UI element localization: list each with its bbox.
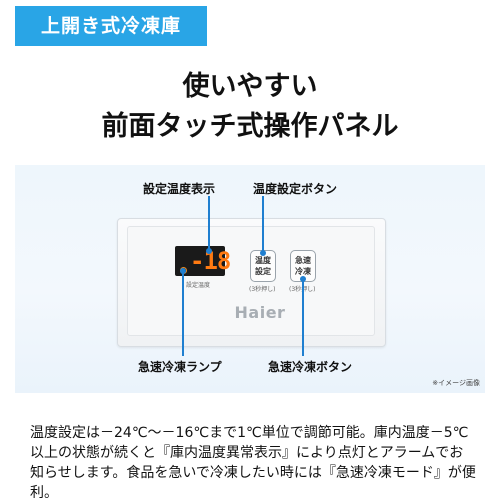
callout-temp-button: 温度設定ボタン: [253, 182, 338, 196]
callout-dot-quick-lamp: [180, 268, 186, 274]
description-text: 温度設定は－24℃～－16℃まで1℃単位で調節可能。庫内温度－5℃以上の状態が続…: [30, 425, 476, 501]
callout-dot-quick-button: [300, 276, 306, 282]
quick-button-label-1: 急速: [295, 256, 311, 265]
callout-dot-temp-display: [206, 248, 212, 254]
temp-button-label-2: 設定: [255, 267, 271, 276]
image-note: ※イメージ画像: [432, 379, 480, 387]
temp-button-label-1: 温度: [255, 256, 271, 265]
callout-line-quick-button: [302, 280, 304, 356]
quick-freeze-button[interactable]: 急速 冷凍: [290, 250, 316, 282]
quick-button-label-2: 冷凍: [295, 267, 311, 276]
callout-line-temp-display: [208, 196, 210, 252]
headline-line-1: 使いやすい: [182, 71, 318, 102]
callout-temp-display: 設定温度表示: [143, 182, 216, 196]
brand-logo: Haier: [234, 303, 286, 322]
callout-line-quick-lamp: [182, 272, 184, 356]
callout-quick-lamp: 急速冷凍ランプ: [138, 360, 222, 374]
display-caption: 設定温度: [186, 282, 211, 289]
category-badge: 上開き式冷凍庫: [15, 6, 207, 46]
headline-line-2: 前面タッチ式操作パネル: [101, 111, 399, 142]
callout-quick-button: 急速冷凍ボタン: [268, 360, 353, 374]
temp-button-hint: (3秒押し): [249, 286, 276, 293]
callout-line-temp-button: [262, 196, 264, 254]
callout-dot-temp-button: [260, 250, 266, 256]
